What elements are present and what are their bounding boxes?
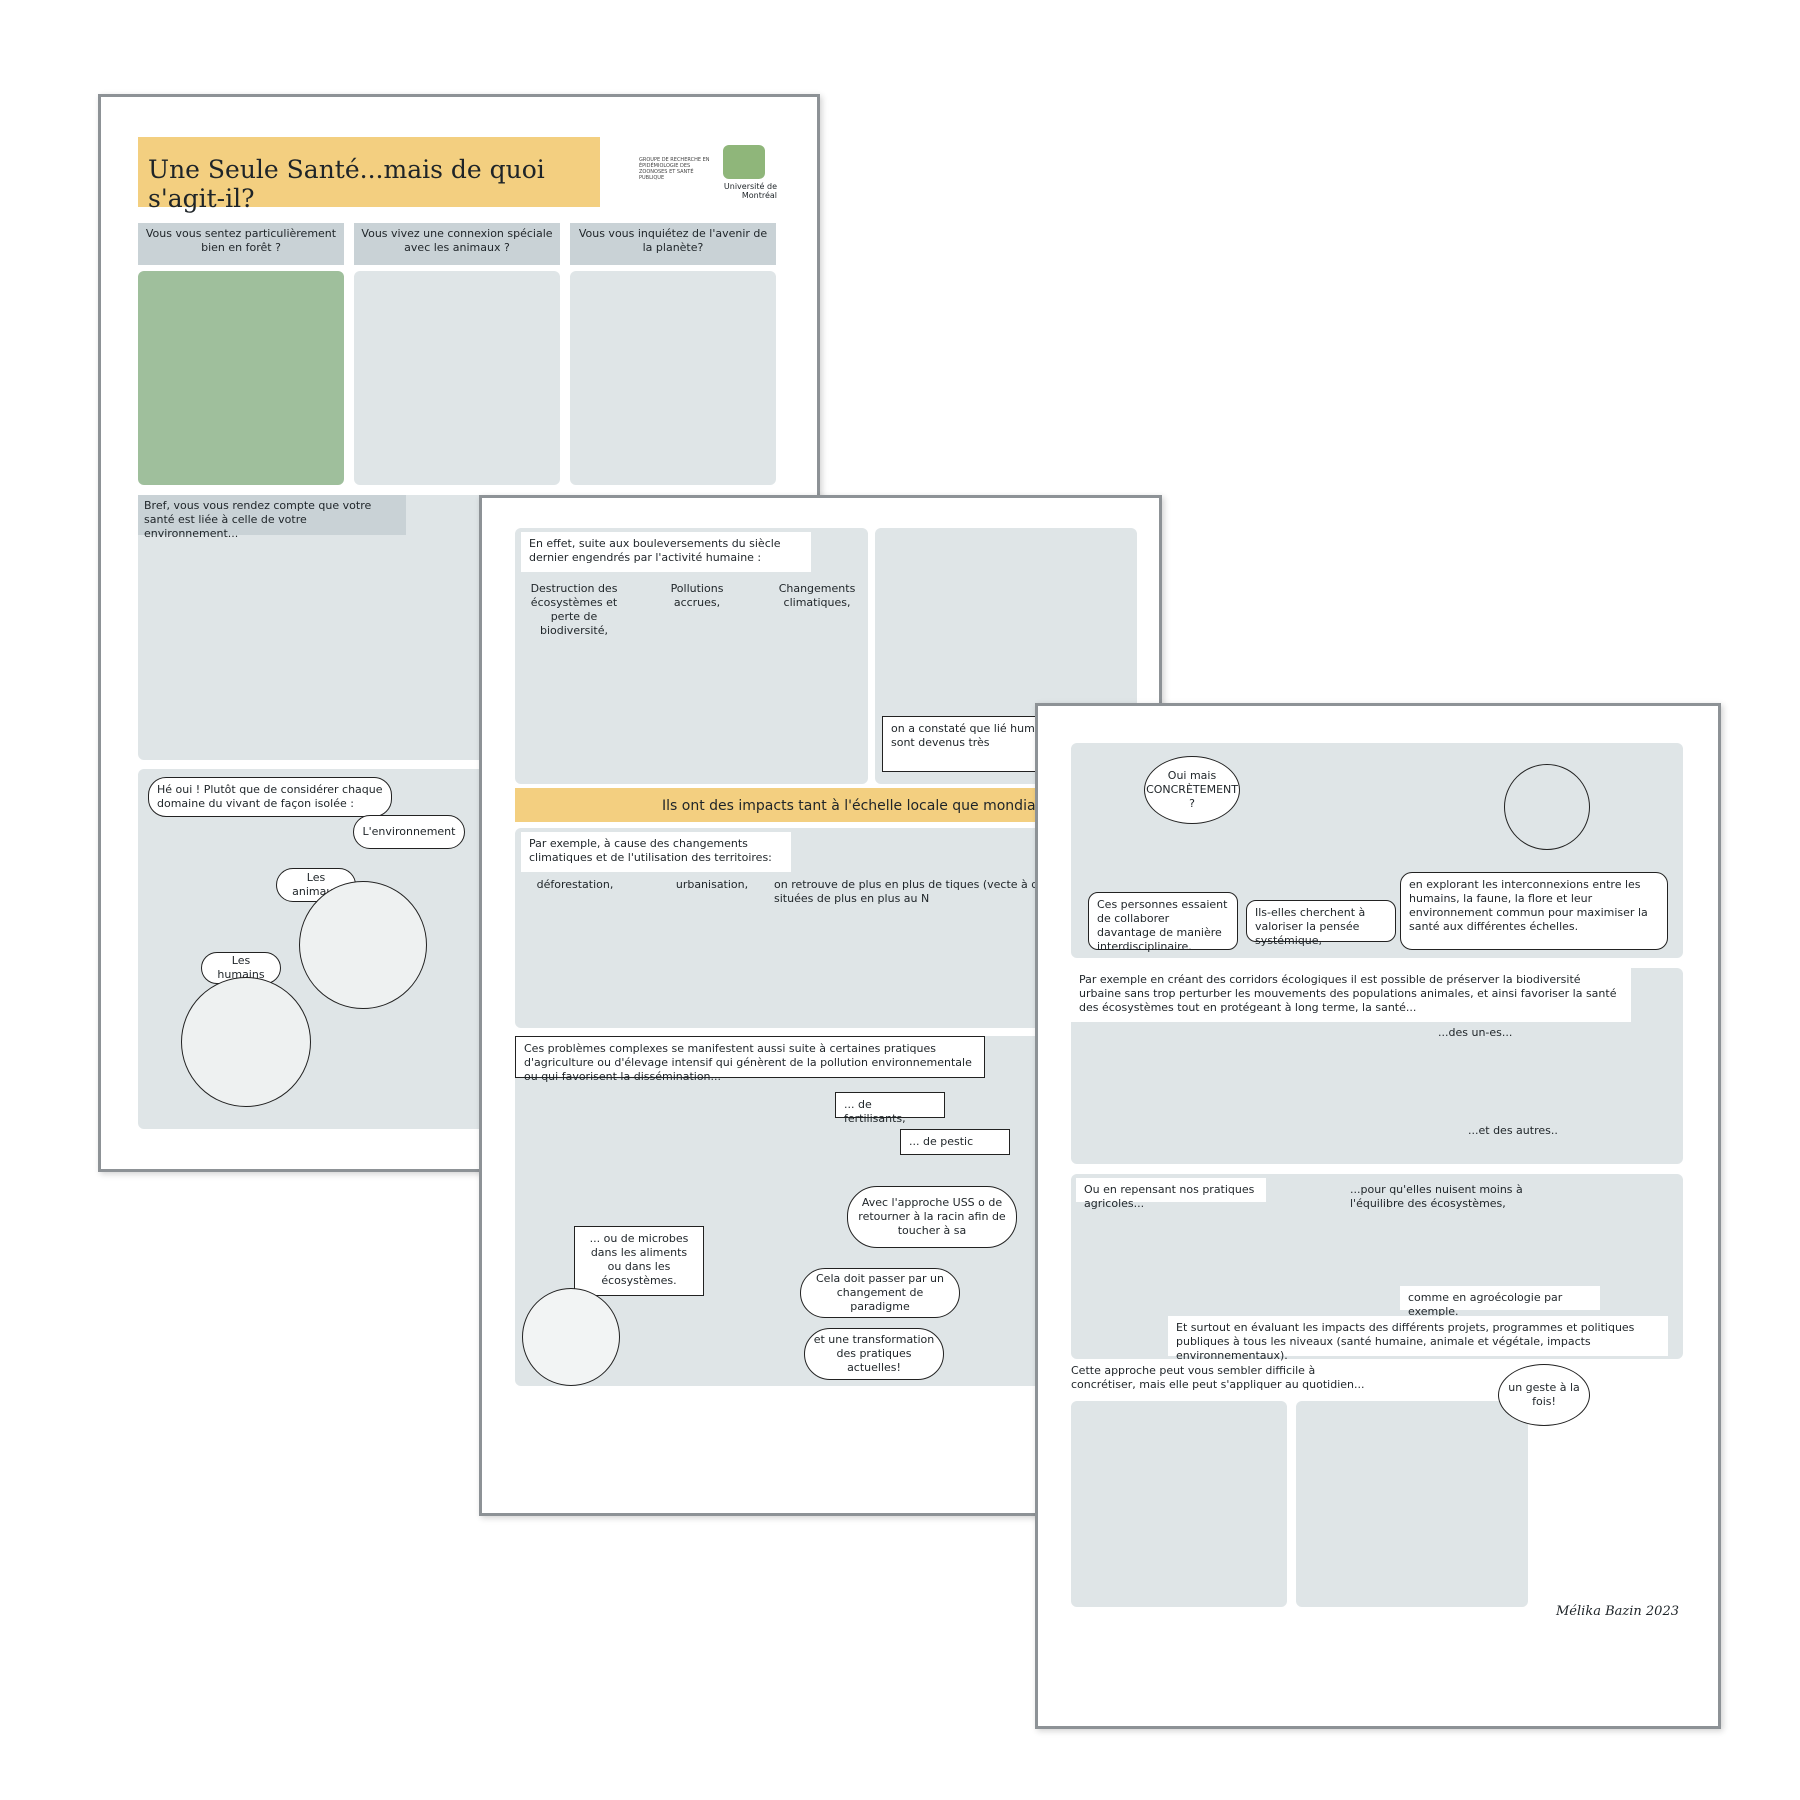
intro-box: En effet, suite aux bouleversements du s…	[521, 532, 811, 572]
pestic-box: ... de pestic	[900, 1129, 1010, 1155]
label-destruction: Destruction des écosystèmes et perte de …	[530, 582, 618, 637]
forest-illustration	[138, 271, 344, 485]
impacts-text: Ils ont des impacts tant à l'échelle loc…	[662, 798, 1053, 814]
repensant-box: Ou en repensant nos pratiques agricoles.…	[1076, 1178, 1266, 1210]
approche-text: Cette approche peut vous sembler diffici…	[1071, 1364, 1365, 1391]
tiques-text: on retrouve de plus en plus de tiques (v…	[774, 878, 1103, 905]
problemes-box: Ces problèmes complexes se manifestent a…	[515, 1036, 985, 1083]
geste-bubble: un geste à la fois!	[1498, 1364, 1590, 1426]
explorant-box: en explorant les interconnexions entre l…	[1400, 872, 1668, 950]
personnes-box: Ces personnes essaient de collaborer dav…	[1088, 892, 1238, 953]
logo	[723, 145, 765, 179]
logo-org-text: GROUPE DE RECHERCHE EN ÉPIDÉMIOLOGIE DES…	[639, 157, 710, 181]
microbes-box: ... ou de microbes dans les aliments ou …	[574, 1226, 704, 1296]
oui-mais-bubble: Oui mais CONCRÈTEMENT ?	[1144, 756, 1240, 824]
page-title: Une Seule Santé...mais de quoi s'agit-il…	[148, 155, 545, 213]
microbe-circle	[522, 1288, 620, 1386]
paradigme-bubble: Cela doit passer par un changement de pa…	[800, 1268, 960, 1318]
animals-illustration	[354, 271, 560, 485]
logo-univ-text: Université de Montréal	[723, 182, 777, 200]
poster-page-3: Oui mais CONCRÈTEMENT ? Ces personnes es…	[1035, 703, 1721, 1729]
evaluant-box: Et surtout en évaluant les impacts des d…	[1168, 1316, 1668, 1362]
planet-illustration	[570, 271, 776, 485]
transformation-bubble: et une transformation des pratiques actu…	[804, 1328, 944, 1380]
question-planet: Vous vous inquiétez de l'avenir de la pl…	[570, 223, 776, 265]
des-unes-text: ...des un-es...	[1438, 1026, 1513, 1039]
network-circle	[1504, 764, 1590, 850]
cherchent-box: Ils-elles cherchent à valoriser la pensé…	[1246, 900, 1396, 947]
animal-circle	[299, 881, 427, 1009]
signature: Mélika Bazin 2023	[1556, 1604, 1679, 1619]
bref-caption: Bref, vous vous rendez compte que votre …	[138, 495, 406, 540]
corridors-box: Par exemple en créant des corridors écol…	[1071, 968, 1631, 1022]
gardening-panel	[1071, 1401, 1287, 1607]
human-circle	[181, 977, 311, 1107]
approche-bubble: Avec l'approche USS o de retourner à la …	[847, 1186, 1017, 1248]
label-urbanisation: urbanisation,	[675, 878, 749, 891]
question-animals: Vous vivez une connexion spéciale avec l…	[354, 223, 560, 265]
impacts-banner	[515, 788, 1137, 822]
title-banner	[138, 137, 600, 207]
market-panel	[1296, 1401, 1528, 1607]
exemple-box: Par exemple, à cause des changements cli…	[521, 832, 791, 872]
bubble-environment: L'environnement	[353, 815, 465, 849]
label-pollutions: Pollutions accrues,	[670, 582, 724, 609]
des-autres-text: ...et des autres..	[1468, 1124, 1558, 1137]
question-forest: Vous vous sentez particulièrement bien e…	[138, 223, 344, 265]
label-changements: Changements climatiques,	[778, 582, 856, 609]
agroecologie-box: comme en agroécologie par exemple.	[1400, 1286, 1600, 1318]
fertilisants-box: ... de fertilisants,	[835, 1092, 945, 1125]
label-deforestation: déforestation,	[536, 878, 614, 891]
he-oui-box: Hé oui ! Plutôt que de considérer chaque…	[148, 777, 392, 817]
equilibre-text: ...pour qu'elles nuisent moins à l'équil…	[1350, 1183, 1523, 1210]
